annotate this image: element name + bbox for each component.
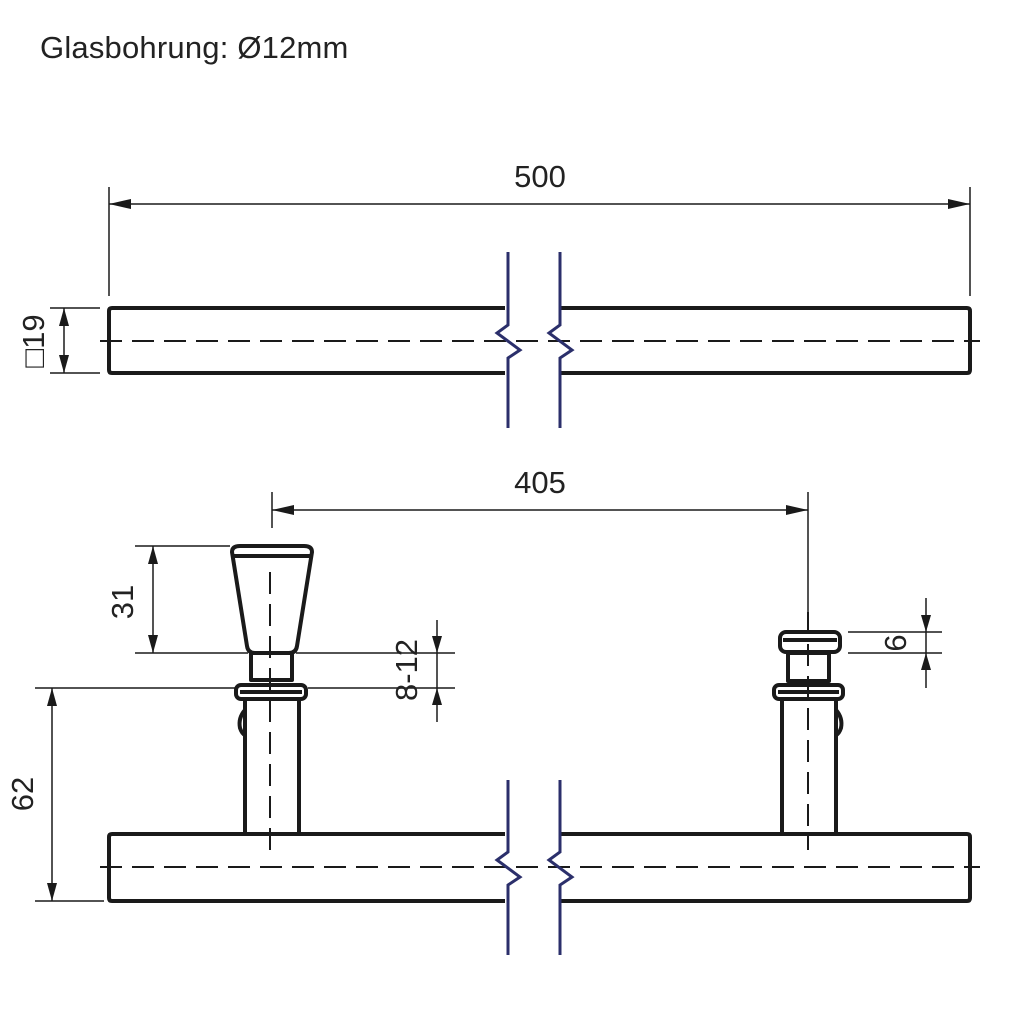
dimension-bar-section: □19 <box>16 307 100 374</box>
post-top-height-label: 31 <box>105 585 140 619</box>
dimension-post-spacing: 405 <box>271 465 809 612</box>
dimension-cap-height: 6 <box>848 598 942 688</box>
bar-section-label: □19 <box>16 314 51 367</box>
break-line-top-right <box>546 252 575 428</box>
glass-thickness-label: 8-12 <box>389 639 424 701</box>
right-post <box>772 612 845 850</box>
overall-length-label: 500 <box>514 159 566 194</box>
dimension-total-height: 62 <box>5 687 236 902</box>
side-view: 405 31 <box>5 465 980 955</box>
left-knob <box>230 544 314 655</box>
dimension-glass-thickness: 8-12 <box>296 620 455 722</box>
top-view: 500 □19 <box>16 159 980 428</box>
dimension-post-top-height: 31 <box>105 545 248 654</box>
total-height-label: 62 <box>5 777 40 811</box>
post-spacing-label: 405 <box>514 465 566 500</box>
drawing-title: Glasbohrung: Ø12mm <box>40 30 349 65</box>
break-line-top-left <box>494 252 523 428</box>
dimension-overall-length: 500 <box>108 159 971 296</box>
break-line-side-left <box>494 780 523 955</box>
cap-height-label: 6 <box>878 634 913 651</box>
left-post <box>230 544 314 850</box>
break-line-side-right <box>546 780 575 955</box>
